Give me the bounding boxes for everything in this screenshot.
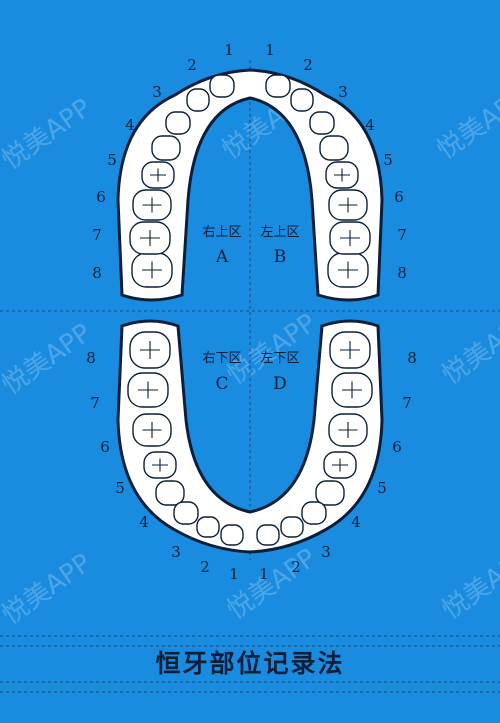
tooth-number-lowerLeft-4: 4 [139,513,149,531]
lower-right-tooth-1 [220,524,244,546]
upper-right-tooth-3 [165,111,191,135]
upper-right-tooth-4 [151,135,181,161]
tooth-number-lowerLeft-5: 5 [115,479,125,497]
upper-left-tooth-7-groove [340,230,360,246]
watermark: 悦美APP [222,543,322,626]
upper-left-tooth-8-groove [338,261,358,279]
upper-right-tooth-8-groove [142,261,162,279]
tooth-number-upperLeft-4: 4 [125,116,135,134]
quadrant-A-letter: A [215,247,229,267]
tooth-number-lowerRight-7: 7 [402,394,412,412]
watermark: 悦美APP [0,548,97,631]
upper-left-tooth-3 [309,111,335,135]
tooth-number-lowerRight-8: 8 [407,349,417,367]
quadrant-D-letter: D [273,374,287,394]
tooth-number-upperRight-8: 8 [397,264,407,282]
tooth-number-lowerLeft-7: 7 [90,394,100,412]
upper-left-tooth-5-groove [334,168,350,182]
lower-right-tooth-3 [173,501,199,525]
watermark: 悦美APP [222,308,322,391]
tooth-number-lowerLeft-6: 6 [100,438,110,456]
tooth-number-upperRight-5: 5 [383,151,393,169]
quadrant-C-letter: C [215,374,228,394]
tooth-number-upperLeft-8: 8 [92,264,102,282]
watermark: 悦美APP [437,308,500,391]
lower-left-tooth-7-groove [342,381,362,399]
tooth-number-upperLeft-3: 3 [152,83,162,101]
footer-lines [0,635,500,693]
tooth-number-upperLeft-1: 1 [224,41,234,59]
tooth-number-lowerRight-3: 3 [321,543,331,561]
quadrant-B-label: 左上区 [260,225,299,240]
quadrant-A-label: 右上区 [202,225,241,240]
upper-right-tooth-2 [186,88,210,112]
tooth-number-lowerRight-2: 2 [291,558,301,576]
tooth-number-upperRight-2: 2 [303,56,313,74]
lower-right-tooth-4 [155,480,185,506]
upper-left-tooth-2 [290,88,314,112]
watermark: 悦美APP [437,543,500,626]
tooth-number-upperLeft-7: 7 [92,226,102,244]
tooth-number-lowerLeft-8: 8 [86,349,96,367]
lower-left-tooth-5-groove [332,458,348,472]
tooth-number-lowerRight-6: 6 [392,438,402,456]
lower-right-tooth-7-groove [138,381,158,399]
upper-right-tooth-7-groove [140,230,160,246]
tooth-number-lowerRight-4: 4 [351,513,361,531]
page-title: 恒牙部位记录法 [155,649,345,678]
tooth-number-lowerRight-1: 1 [259,565,269,583]
tooth-number-lowerLeft-3: 3 [171,543,181,561]
upper-teeth [129,74,371,288]
tooth-number-upperLeft-2: 2 [187,56,197,74]
lower-left-tooth-3 [301,501,327,525]
lower-left-tooth-6-groove [338,422,358,438]
tooth-number-lowerRight-5: 5 [377,479,387,497]
upper-right-tooth-6-groove [142,197,162,213]
lower-left-tooth-2 [280,516,304,538]
quadrant-B-letter: B [274,247,287,267]
watermark: 悦美APP [0,93,97,176]
upper-left-tooth-6-groove [338,197,358,213]
tooth-number-lowerLeft-1: 1 [229,565,239,583]
quadrant-D-label: 左下区 [260,351,299,366]
lower-left-tooth-1 [256,524,280,546]
tooth-number-upperRight-1: 1 [265,41,275,59]
tooth-number-upperRight-3: 3 [338,83,348,101]
tooth-number-lowerLeft-2: 2 [200,558,210,576]
lower-right-tooth-2 [196,516,220,538]
tooth-number-upperRight-4: 4 [365,116,375,134]
upper-right-tooth-5-groove [150,168,166,182]
lower-right-tooth-8-groove [140,341,160,359]
upper-right-tooth-1 [209,74,235,98]
lower-left-tooth-4 [315,480,345,506]
tooth-number-upperLeft-6: 6 [96,188,106,206]
upper-left-tooth-1 [265,74,291,98]
tooth-number-upperLeft-5: 5 [107,151,117,169]
watermark: 悦美APP [0,318,97,401]
tooth-number-upperRight-6: 6 [394,188,404,206]
lower-right-tooth-5-groove [152,458,168,472]
upper-arch [116,68,384,302]
watermark: 悦美APP [432,83,500,166]
lower-right-tooth-6-groove [142,422,162,438]
upper-left-tooth-4 [319,135,349,161]
quadrant-C-label: 右下区 [202,351,241,366]
lower-left-tooth-8-groove [340,341,360,359]
lower-arch [116,319,384,554]
lower-teeth [127,331,373,546]
tooth-number-upperRight-7: 7 [397,226,407,244]
